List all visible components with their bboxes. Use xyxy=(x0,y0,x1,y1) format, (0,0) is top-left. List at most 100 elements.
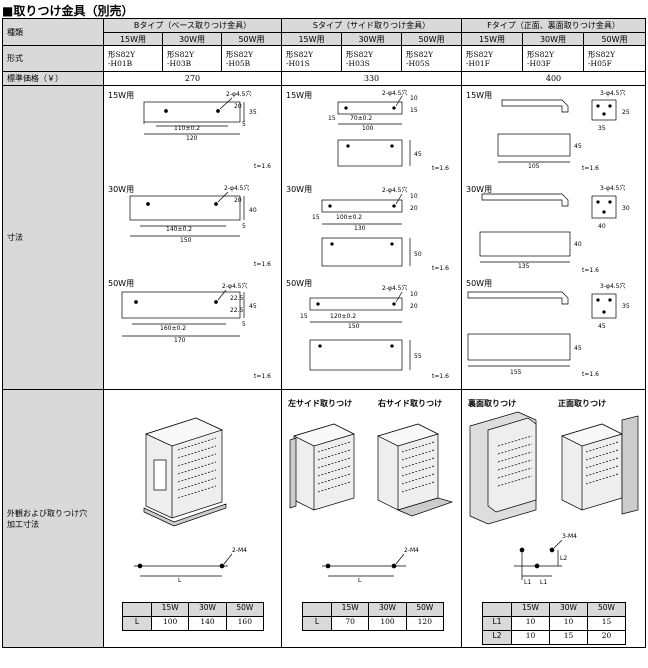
f50-hole-note: 3-φ4.5穴 xyxy=(600,282,625,290)
b30-label: 30W用 xyxy=(108,185,134,194)
b15-drawing: 15W用 2-φ4.5穴 110±0.2 120 5 20 35 t=1.6 xyxy=(108,90,271,170)
s30-w: 50 xyxy=(414,251,422,258)
s-l-table: 15W 30W 50W L 70 100 120 xyxy=(302,602,445,631)
s50-hole-note: 2-φ4.5穴 xyxy=(382,284,407,292)
f30-a: 30 xyxy=(622,205,630,212)
s-left-side-label: 左サイド取りつけ xyxy=(288,399,353,408)
f-hole-note: 3-M4 xyxy=(562,533,577,540)
f-row-l1: L1 xyxy=(482,616,512,631)
b30-hole-2 xyxy=(214,202,218,206)
f15-angle xyxy=(501,99,569,113)
s30-h: 20 xyxy=(410,205,418,212)
b-mount-svg: 2-M4 L xyxy=(134,417,247,584)
f15-plate xyxy=(497,133,571,157)
s15-hole-note: 2-φ4.5穴 xyxy=(382,89,407,97)
f30-thickness: t=1.6 xyxy=(582,267,599,274)
f-mount-cell: 裏面取りつけ 正面取りつけ xyxy=(461,389,646,648)
b50-l1: 160±0.2 xyxy=(160,325,186,332)
model-b15: 形S82Y-H01B xyxy=(103,45,163,72)
b-type-header: Bタイプ（ベース取りつけ金具） xyxy=(103,18,282,33)
s-mount-cell: 左サイド取りつけ 右サイド取りつけ xyxy=(281,389,462,648)
b15-l2: 120 xyxy=(186,135,198,142)
b30-l2: 150 xyxy=(180,237,192,244)
s15-drawing: 15W用 2-φ4.5穴 15 70±0.2 100 10 15 xyxy=(286,89,449,172)
f-l2-15w: 10 xyxy=(511,630,550,645)
b15-hole-2 xyxy=(216,109,220,113)
s50-label: 50W用 xyxy=(286,279,312,288)
b-mount-cell: 2-M4 L 15W 30W 50W L 100 140 160 xyxy=(103,389,282,648)
b15-hole-note: 2-φ4.5穴 xyxy=(226,90,251,98)
f-col-50w: 50W xyxy=(587,602,626,617)
f50-b: 45 xyxy=(598,323,606,330)
model-f50: 形S82Y-H05F xyxy=(583,45,646,72)
s15-plate-top xyxy=(337,101,403,115)
f-row-l2: L2 xyxy=(482,630,512,645)
b-dimension-svg: 15W用 2-φ4.5穴 110±0.2 120 5 20 35 t=1.6 xyxy=(108,90,271,380)
model-f15: 形S82Y-H01F xyxy=(461,45,523,72)
s15-l2: 100 xyxy=(362,125,374,132)
f15-w: 45 xyxy=(574,143,582,150)
f15-thickness: t=1.6 xyxy=(582,165,599,172)
s-left-illustration xyxy=(289,423,355,511)
s30-l2: 130 xyxy=(354,225,366,232)
model-f30: 形S82Y-H03F xyxy=(522,45,584,72)
s-dimension-drawings: 15W用 2-φ4.5穴 15 70±0.2 100 10 15 xyxy=(281,85,462,390)
b-col-30w: 30W xyxy=(188,602,227,617)
page-title: ■取りつけ金具（別売） xyxy=(2,4,134,18)
s-l-15w: 70 xyxy=(330,616,370,631)
f15-drawing: 15W用 3-φ4.5穴 25 35 105 45 t=1.6 xyxy=(466,89,630,172)
s15-e: 15 xyxy=(328,115,336,122)
s-50w-header: 50W用 xyxy=(401,32,462,46)
b30-drawing: 30W用 2-φ4.5穴 140±0.2 150 5 20 40 t=1.6 xyxy=(108,184,271,268)
f30-label: 30W用 xyxy=(466,185,492,194)
mount-label: 外観および取りつけ穴加工寸法 xyxy=(2,389,104,648)
f30-b: 40 xyxy=(598,223,606,230)
mounting-bracket-table: 種類 Bタイプ（ベース取りつけ金具） Sタイプ（サイド取りつけ金具） Fタイプ（… xyxy=(2,18,646,648)
b30-plate xyxy=(129,195,241,221)
s-col-15w: 15W xyxy=(330,602,370,617)
f-l2-50w: 20 xyxy=(587,630,626,645)
b15-l1: 110±0.2 xyxy=(174,125,200,132)
f-front-illustration xyxy=(561,415,639,515)
s30-a: 10 xyxy=(410,193,418,200)
b50-plate xyxy=(121,291,241,319)
b50-h2: 45 xyxy=(249,303,257,310)
f15-hole-note: 3-φ4.5穴 xyxy=(600,89,625,97)
b30-e: 5 xyxy=(242,223,246,230)
f50-l: 155 xyxy=(510,369,522,376)
f-dimension-svg: 15W用 3-φ4.5穴 25 35 105 45 t=1.6 30W xyxy=(466,89,630,378)
b30-hole-1 xyxy=(146,202,150,206)
s50-l1: 120±0.2 xyxy=(330,313,356,320)
s30-label: 30W用 xyxy=(286,185,312,194)
b-30w-header: 30W用 xyxy=(162,32,222,46)
type-label: 種類 xyxy=(2,18,104,46)
f15-label: 15W用 xyxy=(466,91,492,100)
b-dimension-drawings: 15W用 2-φ4.5穴 110±0.2 120 5 20 35 t=1.6 xyxy=(103,85,282,390)
model-label: 形式 xyxy=(2,45,104,72)
s-right-illustration xyxy=(377,423,454,517)
f-l-table: 15W 30W 50W L1 10 10 15 L2 10 15 20 xyxy=(482,602,626,645)
b-l-15w: 100 xyxy=(150,616,190,631)
b15-plate xyxy=(143,101,241,123)
b50-h1: 22.5 xyxy=(230,295,244,302)
f50-flange xyxy=(591,293,617,319)
s-15w-header: 15W用 xyxy=(281,32,342,46)
s-mount-svg: 2-M4 L xyxy=(289,423,454,584)
f-30w-header: 30W用 xyxy=(522,32,584,46)
b-hole-diagram: 2-M4 L xyxy=(134,547,247,584)
s30-drawing: 30W用 2-φ4.5穴 15 100±0.2 130 10 20 xyxy=(286,185,449,272)
f30-drawing: 30W用 3-φ4.5穴 30 40 135 40 t=1.6 xyxy=(466,184,630,274)
b-row-l: L xyxy=(122,616,152,631)
b-50w-header: 50W用 xyxy=(221,32,282,46)
s-hole-note: 2-M4 xyxy=(404,547,419,554)
f-mount-svg: 3-M4 L2 L1 L1 xyxy=(469,411,639,586)
b15-hole-1 xyxy=(164,109,168,113)
s30-l1: 100±0.2 xyxy=(336,214,362,221)
f-l2-30w: 15 xyxy=(549,630,588,645)
f50-label: 50W用 xyxy=(466,279,492,288)
s15-a: 10 xyxy=(410,95,418,102)
price-f: 400 xyxy=(461,71,646,86)
f50-plate xyxy=(467,333,571,361)
b50-e: 5 xyxy=(242,321,246,328)
b50-hole-2 xyxy=(214,300,218,304)
